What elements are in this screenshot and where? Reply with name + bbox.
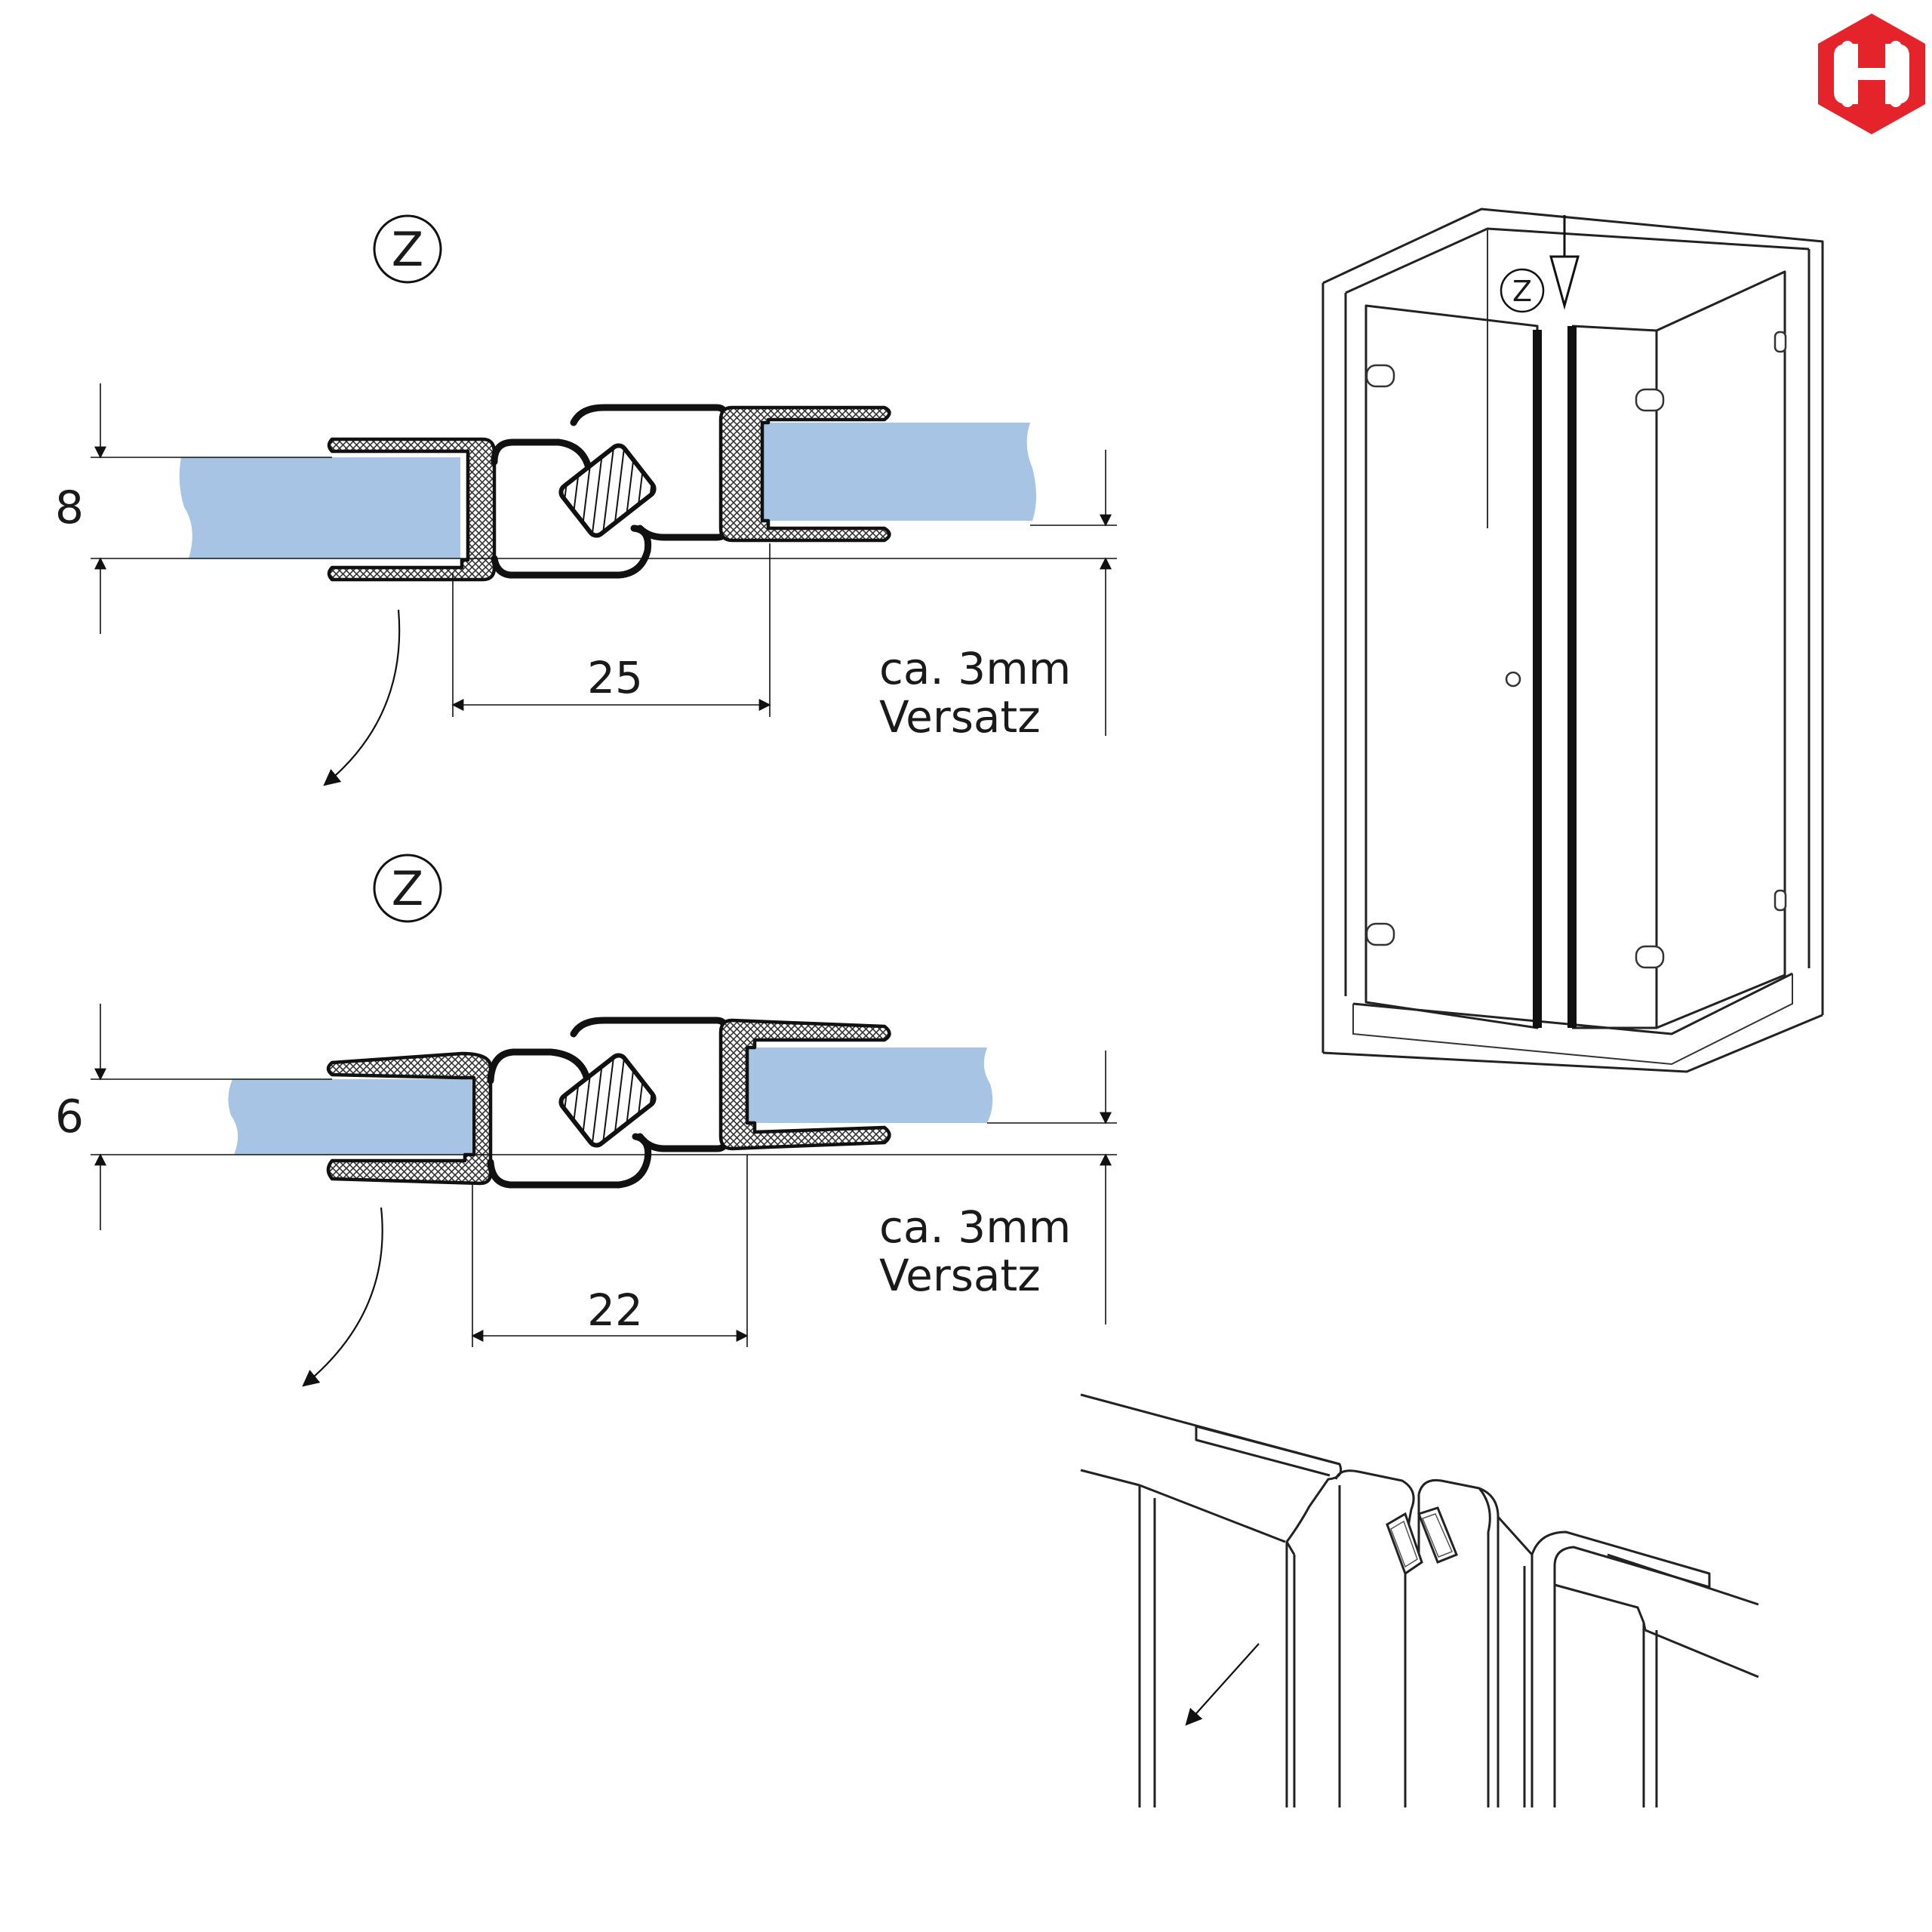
seal-detail-bottom: Z 6 22 ca. 3mm V (55, 854, 1117, 1387)
magnet-block-3d (1386, 1506, 1458, 1576)
seal-profile-left (327, 437, 497, 582)
callout-z-shower: Z (1500, 268, 1545, 313)
glass-pane-left (179, 457, 460, 558)
dimension-width-bottom: 22 (471, 1155, 749, 1347)
magnet-block-top (558, 443, 657, 538)
seal-3d-view (1080, 1393, 1759, 1807)
dimension-offset-top: ca. 3mm Versatz (879, 450, 1117, 743)
magnet-block-bottom (558, 1053, 657, 1148)
glass-pane-right (747, 1048, 993, 1123)
callout-z-top: Z (373, 214, 442, 284)
callout-label: Z (1512, 275, 1532, 308)
swing-arrow-bottom (302, 1207, 383, 1387)
seal-profile-right (718, 405, 891, 543)
swing-arrow-top (323, 609, 401, 786)
glass-pane-left (228, 1079, 472, 1155)
offset-label-line2: Versatz (879, 691, 1041, 743)
thickness-label: 8 (55, 481, 84, 534)
callout-label: Z (392, 861, 423, 916)
offset-label-line1: ca. 3mm (879, 643, 1071, 694)
offset-label-line1: ca. 3mm (879, 1201, 1071, 1253)
width-label: 25 (587, 652, 643, 703)
shower-enclosure-view: Z (1321, 208, 1824, 1073)
seal-profile-right (718, 1018, 891, 1151)
seal-profile-left (326, 1051, 493, 1186)
view-arrow-icon (1549, 215, 1580, 310)
dimension-thickness-top: 8 (55, 383, 1117, 634)
callout-label: Z (392, 222, 423, 277)
hexagon-logo-icon (1818, 14, 1925, 134)
offset-label-line2: Versatz (879, 1250, 1041, 1301)
width-label: 22 (587, 1284, 643, 1336)
dimension-offset-bottom: ca. 3mm Versatz (879, 1051, 1117, 1324)
hinge-icon (1365, 331, 1787, 969)
door-knob-icon (1505, 671, 1521, 688)
swing-arrow-3d (1185, 1643, 1260, 1726)
dimension-thickness-bottom: 6 (55, 1004, 1117, 1230)
glass-pane-right (762, 423, 1036, 521)
callout-z-bottom: Z (373, 854, 442, 923)
thickness-label: 6 (55, 1091, 84, 1143)
dimension-width-top: 25 (451, 543, 771, 717)
seal-detail-top: Z 8 25 (55, 214, 1117, 786)
